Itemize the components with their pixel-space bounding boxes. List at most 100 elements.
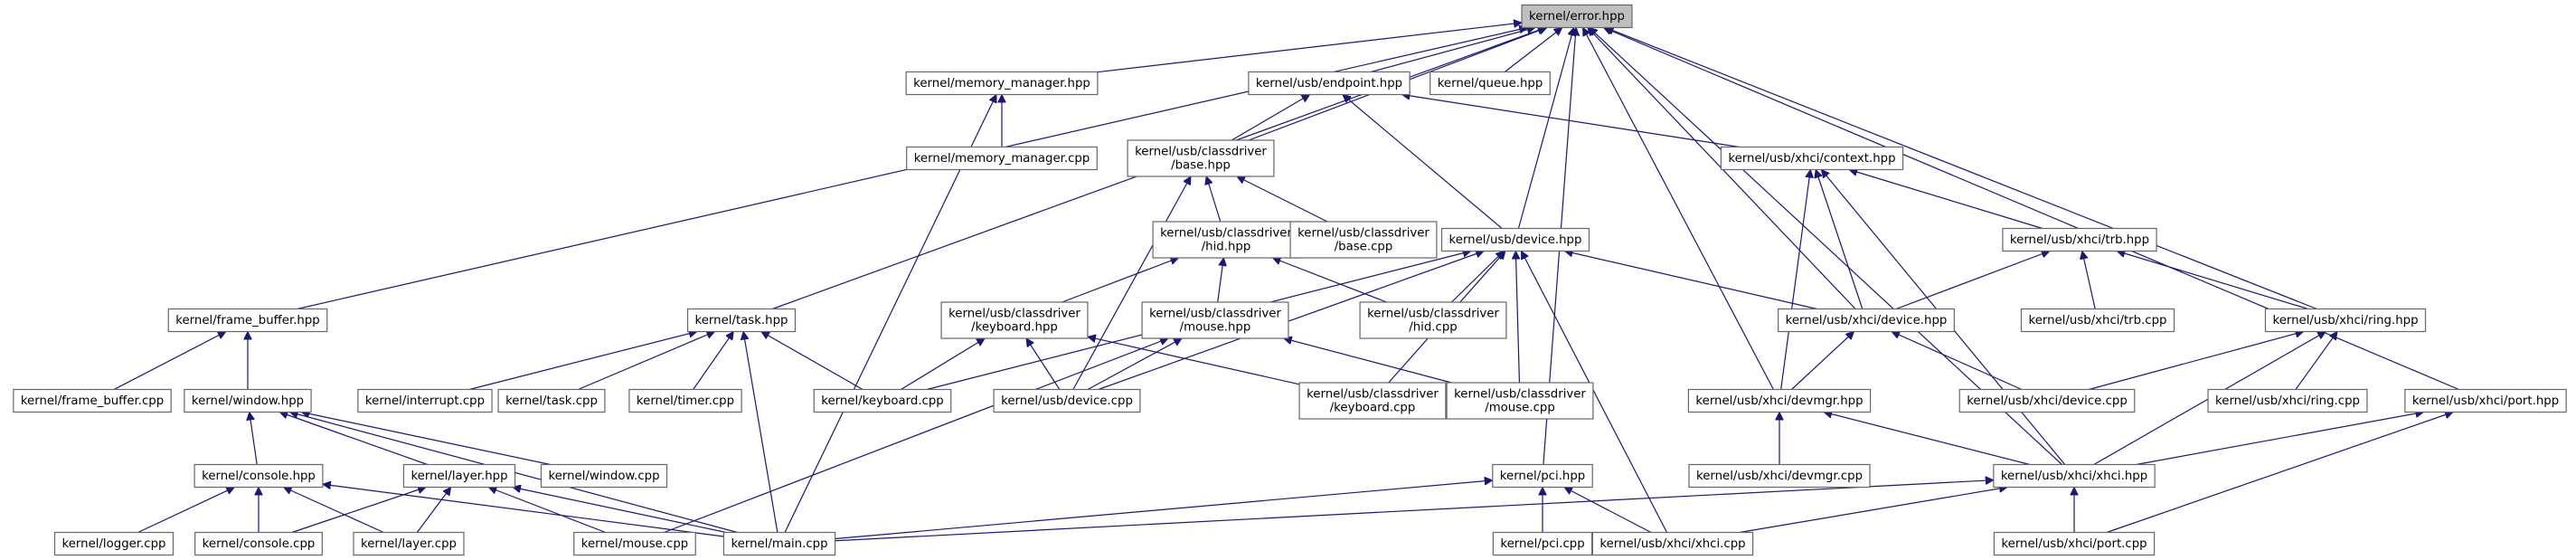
node-box	[194, 531, 323, 556]
edge-n32-to-n20	[250, 413, 258, 465]
node-kernel-window-hpp[interactable]: kernel/window.hpp	[184, 388, 312, 413]
node-kernel-usb-device-hpp[interactable]: kernel/usb/device.hpp	[1440, 227, 1590, 252]
node-label: kernel/usb/device.cpp	[1001, 394, 1133, 408]
node-box	[1687, 388, 1872, 413]
edge-n44-to-n9	[1520, 252, 1668, 533]
node-kernel-frame-buffer-hpp[interactable]: kernel/frame_buffer.hpp	[167, 308, 328, 333]
edge-n41-to-n14	[664, 338, 1168, 534]
node-label: kernel/usb/xhci/port.hpp	[2412, 394, 2559, 408]
node-label: kernel/layer.hpp	[410, 470, 507, 483]
edge-n25-to-n9	[1098, 252, 1484, 391]
node-kernel-window-cpp[interactable]: kernel/window.cpp	[540, 463, 668, 489]
node-box	[1993, 463, 2156, 489]
node-box	[906, 146, 1098, 171]
edge-n41-to-n33	[488, 488, 606, 534]
edge-n15-to-n7	[1272, 258, 1387, 303]
node-label: kernel/usb/xhci/device.hpp	[1786, 314, 1948, 327]
node-kernel-usb-xhci-devmgr-cpp[interactable]: kernel/usb/xhci/devmgr.cpp	[1688, 463, 1871, 489]
edge-n25-to-n14	[1087, 337, 1182, 391]
node-kernel-keyboard-cpp[interactable]: kernel/keyboard.cpp	[813, 388, 952, 413]
node-kernel-pci-cpp[interactable]: kernel/pci.cpp	[1492, 531, 1593, 556]
node-kernel-usb-classdriver-mouse-hpp[interactable]: kernel/usb/classdriver/mouse.hpp	[1141, 301, 1289, 339]
node-kernel-task-cpp[interactable]: kernel/task.cpp	[497, 388, 606, 413]
edge-n26-to-n13	[1088, 337, 1300, 385]
node-box	[686, 308, 797, 333]
node-box	[1492, 463, 1593, 489]
node-kernel-usb-xhci-device-cpp[interactable]: kernel/usb/xhci/device.cpp	[1958, 388, 2136, 413]
node-kernel-usb-classdriver-hid-cpp[interactable]: kernel/usb/classdriver/hid.cpp	[1359, 301, 1507, 339]
edge-n10-to-n6	[1849, 170, 2043, 230]
node-label: kernel/usb/xhci/device.cpp	[1967, 394, 2128, 408]
node-kernel-error-hpp[interactable]: kernel/error.hpp	[1521, 4, 1633, 29]
edge-n31-to-n0	[1604, 28, 2459, 391]
edge-n30-to-n18	[2295, 332, 2337, 390]
node-kernel-usb-xhci-port-hpp[interactable]: kernel/usb/xhci/port.hpp	[2404, 388, 2567, 413]
node-label: kernel/usb/device.hpp	[1449, 233, 1582, 247]
edge-n42-to-n33	[513, 488, 727, 534]
node-kernel-usb-xhci-xhci-cpp[interactable]: kernel/usb/xhci/xhci.cpp	[1591, 531, 1754, 556]
node-kernel-usb-xhci-xhci-hpp[interactable]: kernel/usb/xhci/xhci.hpp	[1993, 463, 2156, 489]
edge-n27-to-n14	[1284, 338, 1452, 384]
node-kernel-mouse-cpp[interactable]: kernel/mouse.cpp	[573, 531, 696, 556]
node-kernel-memory-manager-hpp[interactable]: kernel/memory_manager.hpp	[905, 71, 1099, 96]
node-kernel-usb-classdriver-mouse-cpp[interactable]: kernel/usb/classdriver/mouse.cpp	[1446, 382, 1594, 420]
node-kernel-usb-xhci-trb-cpp[interactable]: kernel/usb/xhci/trb.cpp	[2020, 308, 2175, 333]
node-label: kernel/frame_buffer.hpp	[175, 314, 320, 327]
edge-n5-to-n2	[1231, 93, 1309, 141]
node-kernel-layer-hpp[interactable]: kernel/layer.hpp	[402, 463, 516, 489]
node-kernel-main-cpp[interactable]: kernel/main.cpp	[722, 531, 836, 556]
edge-n40-to-n33	[416, 488, 450, 533]
node-box	[1720, 146, 1904, 171]
edge-n15-to-n9	[1451, 252, 1504, 303]
node-layer: kernel/error.hpp kernel/memory_manager.hp…	[13, 4, 2567, 556]
node-kernel-logger-cpp[interactable]: kernel/logger.cpp	[53, 531, 175, 556]
node-label: /keyboard.cpp	[1330, 402, 1416, 415]
node-label: kernel/usb/classdriver	[948, 308, 1080, 321]
node-kernel-usb-classdriver-keyboard-hpp[interactable]: kernel/usb/classdriver/keyboard.hpp	[940, 301, 1089, 339]
node-kernel-usb-classdriver-base-cpp[interactable]: kernel/usb/classdriver/base.cpp	[1289, 221, 1438, 259]
node-kernel-timer-cpp[interactable]: kernel/timer.cpp	[628, 388, 742, 413]
node-box	[1993, 531, 2156, 556]
edge-n44-to-n37	[1739, 488, 2007, 534]
node-label: kernel/usb/xhci/xhci.hpp	[2001, 470, 2147, 483]
node-kernel-usb-classdriver-keyboard-cpp[interactable]: kernel/usb/classdriver/keyboard.cpp	[1298, 382, 1447, 420]
node-box	[1778, 308, 1955, 333]
node-kernel-usb-xhci-trb-hpp[interactable]: kernel/usb/xhci/trb.hpp	[2002, 227, 2157, 252]
node-kernel-task-hpp[interactable]: kernel/task.hpp	[686, 308, 797, 333]
node-label: /mouse.cpp	[1485, 402, 1555, 415]
node-kernel-frame-buffer-cpp[interactable]: kernel/frame_buffer.cpp	[13, 388, 172, 413]
edge-n6-to-n2	[1401, 95, 1740, 148]
node-kernel-memory-manager-cpp[interactable]: kernel/memory_manager.cpp	[906, 146, 1098, 171]
node-box	[1141, 301, 1289, 339]
edge-n28-to-n0	[1582, 28, 1774, 390]
edge-n38-to-n32	[137, 488, 235, 534]
node-kernel-usb-classdriver-hid-hpp[interactable]: kernel/usb/classdriver/hid.hpp	[1152, 221, 1300, 259]
node-kernel-console-cpp[interactable]: kernel/console.cpp	[194, 531, 323, 556]
node-kernel-queue-hpp[interactable]: kernel/queue.hpp	[1430, 71, 1551, 96]
edge-n29-to-n16	[1892, 332, 2023, 391]
node-kernel-usb-classdriver-base-hpp[interactable]: kernel/usb/classdriver/base.hpp	[1127, 139, 1275, 177]
node-kernel-usb-xhci-ring-hpp[interactable]: kernel/usb/xhci/ring.hpp	[2264, 308, 2427, 333]
node-kernel-pci-hpp[interactable]: kernel/pci.hpp	[1492, 463, 1593, 489]
edge-n23-to-n12	[693, 332, 734, 390]
node-box	[1248, 71, 1411, 96]
node-box	[184, 388, 312, 413]
node-kernel-usb-xhci-context-hpp[interactable]: kernel/usb/xhci/context.hpp	[1720, 146, 1904, 171]
node-kernel-layer-cpp[interactable]: kernel/layer.cpp	[353, 531, 465, 556]
node-kernel-usb-xhci-device-hpp[interactable]: kernel/usb/xhci/device.hpp	[1778, 308, 1955, 333]
node-label: kernel/memory_manager.cpp	[914, 152, 1090, 166]
edge-n7-to-n5	[1206, 176, 1222, 223]
node-kernel-usb-xhci-devmgr-hpp[interactable]: kernel/usb/xhci/devmgr.hpp	[1687, 388, 1872, 413]
edge-n28-to-n16	[1791, 332, 1854, 390]
edge-n21-to-n12	[469, 332, 697, 391]
edge-n14-to-n7	[1217, 258, 1224, 303]
node-kernel-interrupt-cpp[interactable]: kernel/interrupt.cpp	[357, 388, 493, 413]
node-box	[813, 388, 952, 413]
node-kernel-console-hpp[interactable]: kernel/console.hpp	[193, 463, 324, 489]
node-kernel-usb-xhci-ring-cpp[interactable]: kernel/usb/xhci/ring.cpp	[2207, 388, 2368, 413]
node-label: kernel/usb/classdriver	[1297, 227, 1430, 241]
node-box	[1430, 71, 1551, 96]
node-kernel-usb-xhci-port-cpp[interactable]: kernel/usb/xhci/port.cpp	[1993, 531, 2156, 556]
node-kernel-usb-device-cpp[interactable]: kernel/usb/device.cpp	[993, 388, 1141, 413]
node-kernel-usb-endpoint-hpp[interactable]: kernel/usb/endpoint.hpp	[1248, 71, 1411, 96]
